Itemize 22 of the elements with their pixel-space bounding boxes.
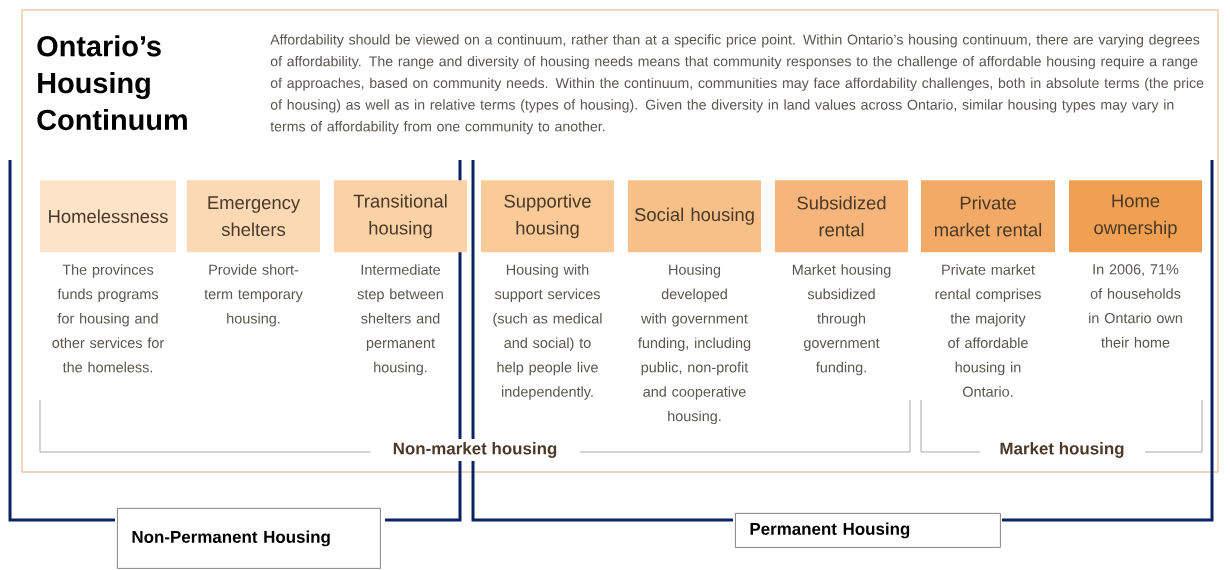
description: Private market rental comprises the majority of affordable housing in Ontario. xyxy=(935,264,1041,397)
category-box: Subsidized rental xyxy=(775,180,908,253)
title: Ontario’s Housing Continuum xyxy=(37,35,187,131)
description: In 2006, 71% of households in Ontario own their home xyxy=(1089,264,1182,348)
category-box: Home ownership xyxy=(1069,180,1202,253)
intro-paragraph: Affordability should be viewed on a continuum, rather than at a specific price point. Within Ontario’s housing continuum, there are varying degrees of affordability. The range and diversity of housing needs means that community responses to the challenge of affordable housing require a range of approaches, based on community needs. Within the continuum, communities may face affordability challenges, both in absolute terms (the price of housing) as well as in relative terms (types of housing). Given the diversity in land values across Ontario, similar housing types may vary in terms of affordability from one community to another. xyxy=(270,34,1204,135)
description: Intermediate step between shelters and permanent housing. xyxy=(357,264,443,376)
group-box: Non-Permanent Housing xyxy=(117,508,381,569)
group-label: Non-market housing xyxy=(389,439,561,461)
category-box: Social housing xyxy=(628,180,761,253)
category-box: Homelessness xyxy=(40,180,176,253)
category-box: Transitional housing xyxy=(334,180,467,253)
description: The provinces funds programs for housing and other services for the homeless. xyxy=(52,264,164,373)
category-box: Emergency shelters xyxy=(187,180,320,253)
description: Housing developed with government funding, including public, non-profit and cooperative housing. xyxy=(638,264,751,425)
description: Provide short-term temporary housing. xyxy=(204,264,303,327)
description: Housing with support services (such as medical and social) to help people live independently. xyxy=(493,264,602,400)
group-box: Permanent Housing xyxy=(735,513,1001,548)
description: Market housing subsidized through government funding. xyxy=(792,264,891,376)
category-box: Supportive housing xyxy=(481,180,614,253)
group-label: Market housing xyxy=(996,439,1128,461)
category-box: Private market rental xyxy=(921,180,1055,253)
